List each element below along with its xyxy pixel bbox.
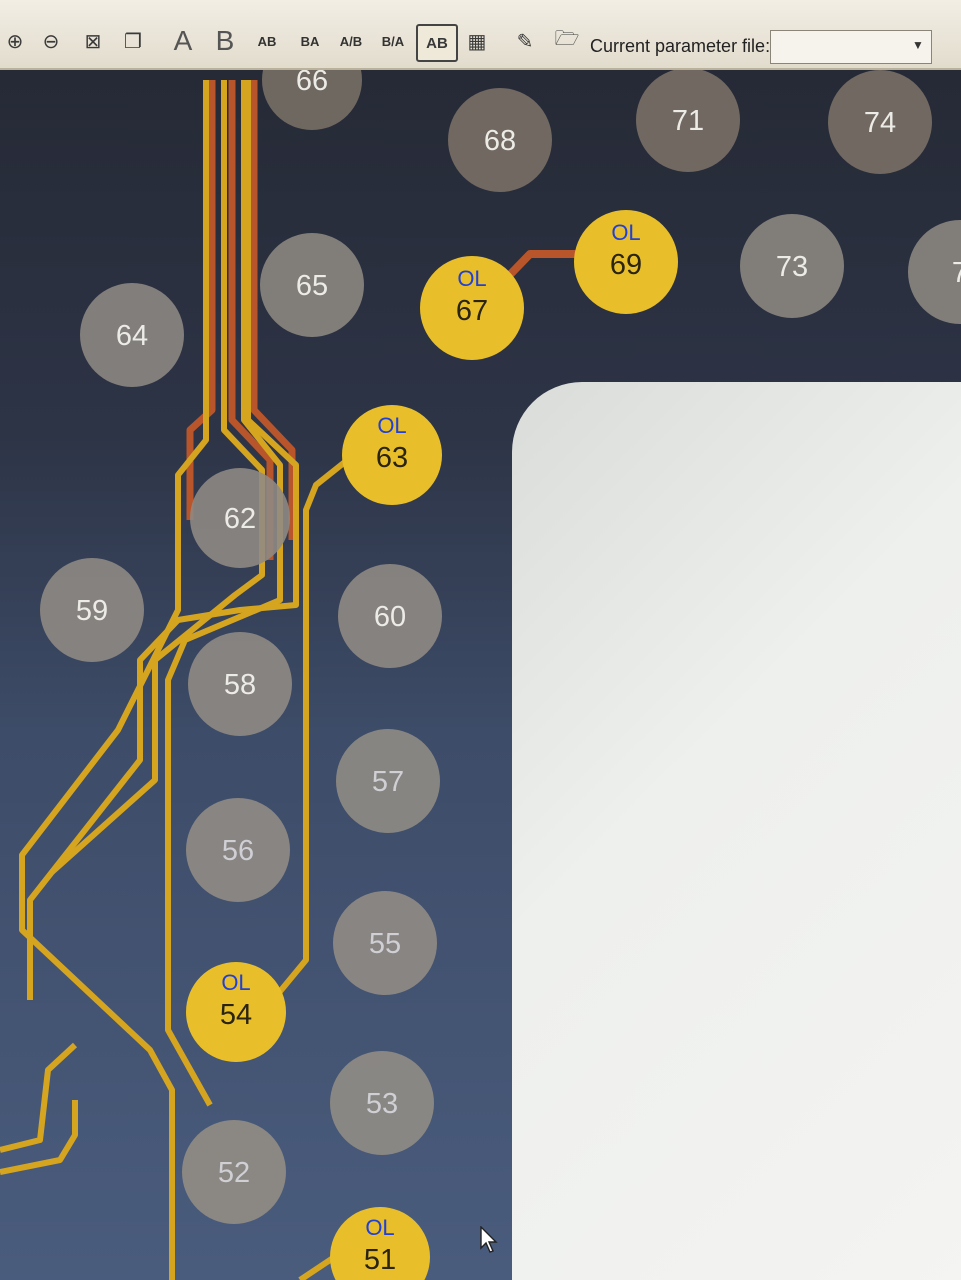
pad-73[interactable] [740, 214, 844, 318]
trace [186, 80, 216, 520]
toolbar: ⊕ ⊖ ⊠ ❐ A B AB BA A/B B/A AB ▦ ✎ 🗁 Curre… [0, 0, 961, 70]
pad-label: 57 [372, 766, 404, 798]
open-line-tag: OL [457, 266, 486, 291]
pad-label: 7 [952, 257, 961, 289]
trace [265, 447, 362, 1008]
zoom-out-icon[interactable]: ⊖ [42, 30, 60, 53]
open-line-tag: OL [377, 413, 406, 438]
pad-label: 54 [220, 999, 252, 1031]
pad-label: 65 [296, 270, 328, 302]
text-b-icon[interactable]: B [215, 25, 235, 56]
pad-7[interactable] [908, 220, 961, 324]
pad-label: 59 [76, 595, 108, 627]
a-over-b-icon[interactable]: A/B [339, 33, 363, 49]
trace [0, 1100, 78, 1175]
pad-54[interactable] [186, 962, 286, 1062]
trace [165, 80, 283, 1107]
pad-label: 74 [864, 107, 896, 139]
pad-74[interactable] [828, 70, 932, 174]
open-folder-icon[interactable]: 🗁 [554, 28, 580, 50]
pad-label: 69 [610, 249, 642, 281]
zoom-fit-icon[interactable]: ⊠ [84, 30, 102, 53]
mouse-cursor-icon [480, 1226, 498, 1253]
pad-label: 64 [116, 320, 148, 352]
ba-icon[interactable]: BA [300, 33, 320, 49]
pad-label: 73 [776, 251, 808, 283]
pad-68[interactable] [448, 88, 552, 192]
window-icon[interactable]: ❐ [124, 30, 142, 53]
pad-71[interactable] [636, 70, 740, 172]
pad-59[interactable] [40, 558, 144, 662]
trace [50, 80, 265, 875]
pad-label: 53 [366, 1088, 398, 1120]
pad-65[interactable] [260, 233, 364, 337]
pad-label: 60 [374, 601, 406, 633]
pad-label: 56 [222, 835, 254, 867]
pad-52[interactable] [182, 1120, 286, 1224]
pad-57[interactable] [336, 729, 440, 833]
b-over-a-icon[interactable]: B/A [381, 33, 405, 49]
ab-icon[interactable]: AB [257, 33, 277, 49]
pad-label: 52 [218, 1157, 250, 1189]
pad-label: 71 [672, 105, 704, 137]
pad-63[interactable] [342, 405, 442, 505]
pad-label: 68 [484, 125, 516, 157]
trace-group-gold [0, 80, 362, 1280]
grid-icon[interactable]: ▦ [467, 30, 487, 53]
chevron-down-icon[interactable]: ▼ [912, 38, 924, 52]
trace [0, 1042, 78, 1153]
zoom-in-icon[interactable]: ⊕ [6, 30, 24, 53]
edit-icon[interactable]: ✎ [516, 30, 534, 53]
pad-64[interactable] [80, 283, 184, 387]
trace [250, 80, 296, 540]
trace [27, 80, 299, 1000]
open-line-tag: OL [221, 970, 250, 995]
pad-53[interactable] [330, 1051, 434, 1155]
text-a-icon[interactable]: A [173, 25, 193, 56]
trace [19, 80, 209, 1280]
pad-label: 55 [369, 928, 401, 960]
pad-label: 67 [456, 295, 488, 327]
pad-66[interactable] [262, 70, 362, 130]
pad-label: 63 [376, 442, 408, 474]
pad-69[interactable] [574, 210, 678, 314]
pad-label: 58 [224, 669, 256, 701]
pad-60[interactable] [338, 564, 442, 668]
pad-56[interactable] [186, 798, 290, 902]
component-outline [512, 382, 961, 1280]
pad-label: 51 [364, 1244, 396, 1276]
pad-62[interactable] [190, 468, 290, 568]
pad-label: 66 [296, 70, 328, 97]
parameter-file-select[interactable] [770, 30, 932, 64]
parameter-file-label: Current parameter file: [590, 36, 771, 56]
ab-toggle-icon[interactable]: AB [416, 24, 458, 62]
pad-67[interactable] [420, 256, 524, 360]
open-line-tag: OL [611, 220, 640, 245]
pad-label: 62 [224, 503, 256, 535]
pad-55[interactable] [333, 891, 437, 995]
pad-51[interactable] [330, 1207, 430, 1280]
open-line-tag: OL [365, 1215, 394, 1240]
pad-58[interactable] [188, 632, 292, 736]
